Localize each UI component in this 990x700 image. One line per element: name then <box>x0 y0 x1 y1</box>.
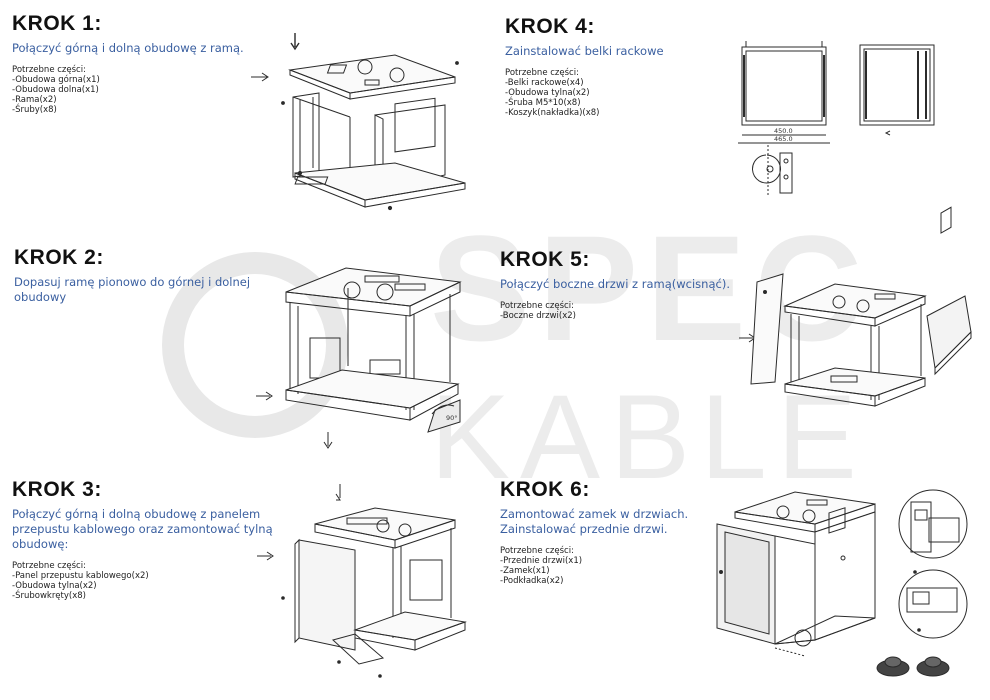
step-6: KROK 6: Zamontować zamek w drzwiach. Zai… <box>500 478 720 586</box>
step-5-part: -Boczne drzwi(x2) <box>500 311 576 321</box>
step-3-part: -Obudowa tylna(x2) <box>12 581 97 591</box>
down-arrow-icon <box>324 432 332 448</box>
step-4-part: -Obudowa tylna(x2) <box>505 88 590 98</box>
step-4-part: -Koszyk(nakładka)(x8) <box>505 108 600 118</box>
step-6-title: KROK 6: <box>500 478 590 501</box>
step-1-part: -Obudowa górna(x1) <box>12 75 100 85</box>
step-1-part: -Rama(x2) <box>12 95 57 105</box>
down-arrow-icon <box>291 33 299 49</box>
step-3: KROK 3: Połączyć górną i dolną obudowę z… <box>12 478 282 601</box>
step-3-description: Połączyć górną i dolną obudowę z panelem… <box>12 507 273 551</box>
step-3-part: -Śrubowkręty(x8) <box>12 591 86 601</box>
step-3-diagram <box>255 480 485 685</box>
step-1-part: -Śruby(x8) <box>12 105 57 115</box>
right-arrow-icon <box>739 334 755 342</box>
dimension-465: 465.0 <box>774 135 793 143</box>
right-arrow-icon <box>257 552 273 560</box>
step-6-parts-heading: Potrzebne części: <box>500 546 574 556</box>
step-2-description: Dopasuj ramę pionowo do górnej i dolnej … <box>14 275 251 304</box>
step-5-title: KROK 5: <box>500 248 590 271</box>
step-5-parts-list: -Boczne drzwi(x2) <box>500 311 750 321</box>
step-1-part: -Obudowa dolna(x1) <box>12 85 99 95</box>
step-2: KROK 2: Dopasuj ramę pionowo do górnej i… <box>14 246 254 305</box>
step-1-parts-list: -Obudowa górna(x1) -Obudowa dolna(x1) -R… <box>12 75 262 115</box>
angle-label: 90° <box>446 414 458 422</box>
step-2-diagram: 90° <box>250 262 480 462</box>
right-arrow-icon <box>256 392 272 400</box>
step-5-diagram <box>735 272 975 432</box>
step-4-description: Zainstalować belki rackowe <box>505 44 664 58</box>
step-3-part: -Panel przepustu kablowego(x2) <box>12 571 149 581</box>
step-1: KROK 1: Połączyć górną i dolną obudowę z… <box>12 12 262 115</box>
step-6-diagram <box>715 488 977 688</box>
step-6-part: -Podkładka(x2) <box>500 576 564 586</box>
step-6-part: -Przednie drzwi(x1) <box>500 556 583 566</box>
step-1-parts-heading: Potrzebne części: <box>12 65 86 75</box>
step-3-parts-list: -Panel przepustu kablowego(x2) -Obudowa … <box>12 571 282 601</box>
step-6-description: Zamontować zamek w drzwiach. Zainstalowa… <box>500 507 689 536</box>
down-arrow-icon <box>336 484 340 500</box>
step-6-part: -Zamek(x1) <box>500 566 550 576</box>
step-1-diagram <box>245 25 475 225</box>
left-arrow-icon <box>886 131 890 135</box>
step-5-description: Połączyć boczne drzwi z ramą(wcisnąć). <box>500 277 730 291</box>
step-3-parts-heading: Potrzebne części: <box>12 561 86 571</box>
step-4-diagram: 450.0 465.0 <box>730 35 950 205</box>
step-5-parts-heading: Potrzebne części: <box>500 301 574 311</box>
step-4-parts-heading: Potrzebne części: <box>505 68 579 78</box>
step-4-part: -Śruba M5*10(x8) <box>505 98 581 108</box>
dimension-450: 450.0 <box>774 127 793 135</box>
step-4-parts-list: -Belki rackowe(x4) -Obudowa tylna(x2) -Ś… <box>505 78 725 118</box>
step-3-title: KROK 3: <box>12 478 102 501</box>
step-4-part: -Belki rackowe(x4) <box>505 78 584 88</box>
step-4: KROK 4: Zainstalować belki rackowe Potrz… <box>505 15 725 118</box>
step-1-title: KROK 1: <box>12 12 102 35</box>
step-2-title: KROK 2: <box>14 246 104 269</box>
step-4-title: KROK 4: <box>505 15 595 38</box>
right-arrow-icon <box>251 73 268 81</box>
step-6-parts-list: -Przednie drzwi(x1) -Zamek(x1) -Podkładk… <box>500 556 720 586</box>
step-5: KROK 5: Połączyć boczne drzwi z ramą(wci… <box>500 248 750 321</box>
step-1-description: Połączyć górną i dolną obudowę z ramą. <box>12 41 244 55</box>
